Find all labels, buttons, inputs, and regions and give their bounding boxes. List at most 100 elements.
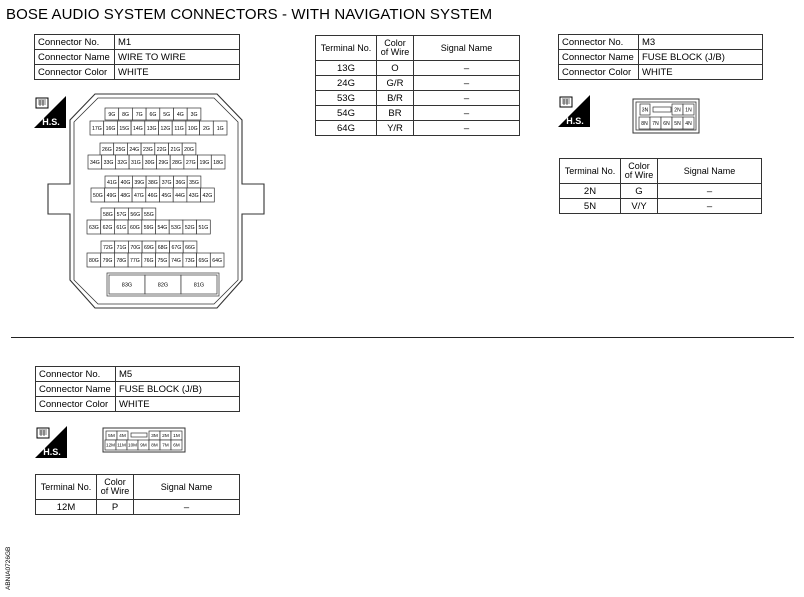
terminal-label: 32G: [117, 160, 127, 166]
terminal-label: 27G: [186, 160, 196, 166]
terminal-cavity: [186, 107, 202, 121]
connector-no-label: Connector No.: [558, 34, 639, 50]
terminal-label: 17G: [92, 126, 102, 132]
terminal-label: 60G: [130, 225, 140, 231]
terminal-label: 11G: [174, 126, 183, 132]
terminal-label: 72G: [103, 245, 113, 251]
terminal-label: 6N: [663, 121, 670, 127]
m1-connector-color: WHITE: [114, 64, 240, 80]
terminal-label: 4M: [119, 433, 126, 439]
terminal-label: 55G: [144, 212, 154, 218]
terminal-cavity: [200, 187, 215, 203]
terminal-label: 34G: [90, 160, 100, 166]
m3-terminal-table: Terminal No. Color of Wire Signal Name 2…: [559, 158, 762, 214]
terminal-no-cell: 53G: [315, 90, 377, 106]
terminal-label: 77G: [130, 258, 140, 264]
terminal-label: 74G: [171, 258, 181, 264]
terminal-label: 5G: [163, 112, 170, 118]
signal-name-cell: –: [413, 90, 520, 106]
terminal-label: 24G: [129, 147, 139, 153]
terminal-label: 52G: [185, 225, 195, 231]
terminal-label: 45G: [161, 193, 171, 199]
terminal-label: 66G: [185, 245, 195, 251]
terminal-no-cell: 64G: [315, 120, 377, 136]
terminal-label: 13G: [147, 126, 157, 132]
terminal-label: 6M: [173, 443, 180, 448]
terminal-label: 49G: [107, 193, 117, 199]
cavity-frame: [106, 272, 220, 297]
signal-name-header: Signal Name: [133, 474, 240, 500]
terminal-label: 37G: [162, 180, 172, 186]
terminal-cavity: [170, 439, 183, 451]
terminal-label: 4G: [177, 112, 184, 118]
terminal-label: 30G: [145, 160, 155, 166]
connector-name-label: Connector Name: [558, 49, 639, 65]
terminal-label: 2G: [203, 126, 210, 132]
terminal-label: 16G: [106, 126, 116, 132]
harness-side-icon: H.S.: [35, 426, 67, 458]
terminal-label: 1G: [217, 126, 224, 132]
terminal-label: 42G: [203, 193, 213, 199]
terminal-label: 1N: [685, 107, 692, 113]
terminal-cavity: [196, 219, 211, 235]
terminal-label: 29G: [158, 160, 168, 166]
terminal-label: 3M: [151, 433, 158, 439]
terminal-label: 26G: [102, 147, 112, 153]
terminal-label: 8M: [151, 443, 158, 448]
terminal-label: 71G: [117, 245, 127, 251]
terminal-label: 2N: [674, 107, 681, 113]
terminal-label: 68G: [158, 245, 168, 251]
harness-side-icon: H.S.: [558, 95, 590, 127]
terminal-label: 56G: [130, 212, 140, 218]
terminal-label: 23G: [143, 147, 153, 153]
connector-no-label: Connector No.: [35, 366, 116, 382]
latch: [652, 106, 672, 113]
connector-color-label: Connector Color: [558, 64, 639, 80]
terminal-label: 36G: [175, 180, 185, 186]
terminal-label: 14G: [133, 126, 143, 132]
terminal-no-header: Terminal No.: [559, 158, 621, 184]
terminal-label: 47G: [134, 193, 144, 199]
terminal-label: 33G: [104, 160, 114, 166]
terminal-no-cell: 5N: [559, 198, 621, 214]
terminal-label: 9G: [108, 112, 115, 118]
color-of-wire-header: Color of Wire: [620, 158, 658, 184]
terminal-label: 79G: [103, 258, 113, 264]
latch: [130, 432, 148, 438]
terminal-label: 39G: [134, 180, 144, 186]
terminal-no-cell: 54G: [315, 105, 377, 121]
page-title: BOSE AUDIO SYSTEM CONNECTORS - WITH NAVI…: [6, 6, 493, 23]
color-of-wire-header: Color of Wire: [96, 474, 134, 500]
terminal-label: 12M: [106, 443, 115, 448]
terminal-label: 4N: [685, 121, 692, 127]
terminal-cavity: [212, 120, 228, 136]
wire-color-cell: G: [620, 183, 658, 199]
terminal-label: 8N: [641, 121, 648, 127]
m5-connector-color: WHITE: [115, 396, 240, 412]
terminal-label: 69G: [144, 245, 154, 251]
terminal-label: 80G: [89, 258, 99, 264]
terminal-label: 43G: [189, 193, 199, 199]
terminal-label: 46G: [148, 193, 158, 199]
terminal-label: 83G: [122, 282, 132, 288]
m3-info-table: Connector No. M3 Connector Name FUSE BLO…: [558, 34, 763, 80]
terminal-label: 5M: [108, 433, 115, 439]
connector-color-label: Connector Color: [35, 396, 116, 412]
wire-color-cell: B/R: [376, 90, 414, 106]
signal-name-header: Signal Name: [413, 35, 520, 61]
terminal-label: 15G: [119, 126, 129, 132]
terminal-label: 40G: [121, 180, 131, 186]
harness-side-icon: H.S.: [34, 96, 66, 128]
terminal-label: 1M: [173, 433, 180, 439]
color-of-wire-header: Color of Wire: [376, 35, 414, 61]
terminal-label: 82G: [158, 282, 168, 288]
wire-color-cell: Y/R: [376, 120, 414, 136]
terminal-label: 64G: [212, 258, 222, 264]
terminal-no-header: Terminal No.: [315, 35, 377, 61]
